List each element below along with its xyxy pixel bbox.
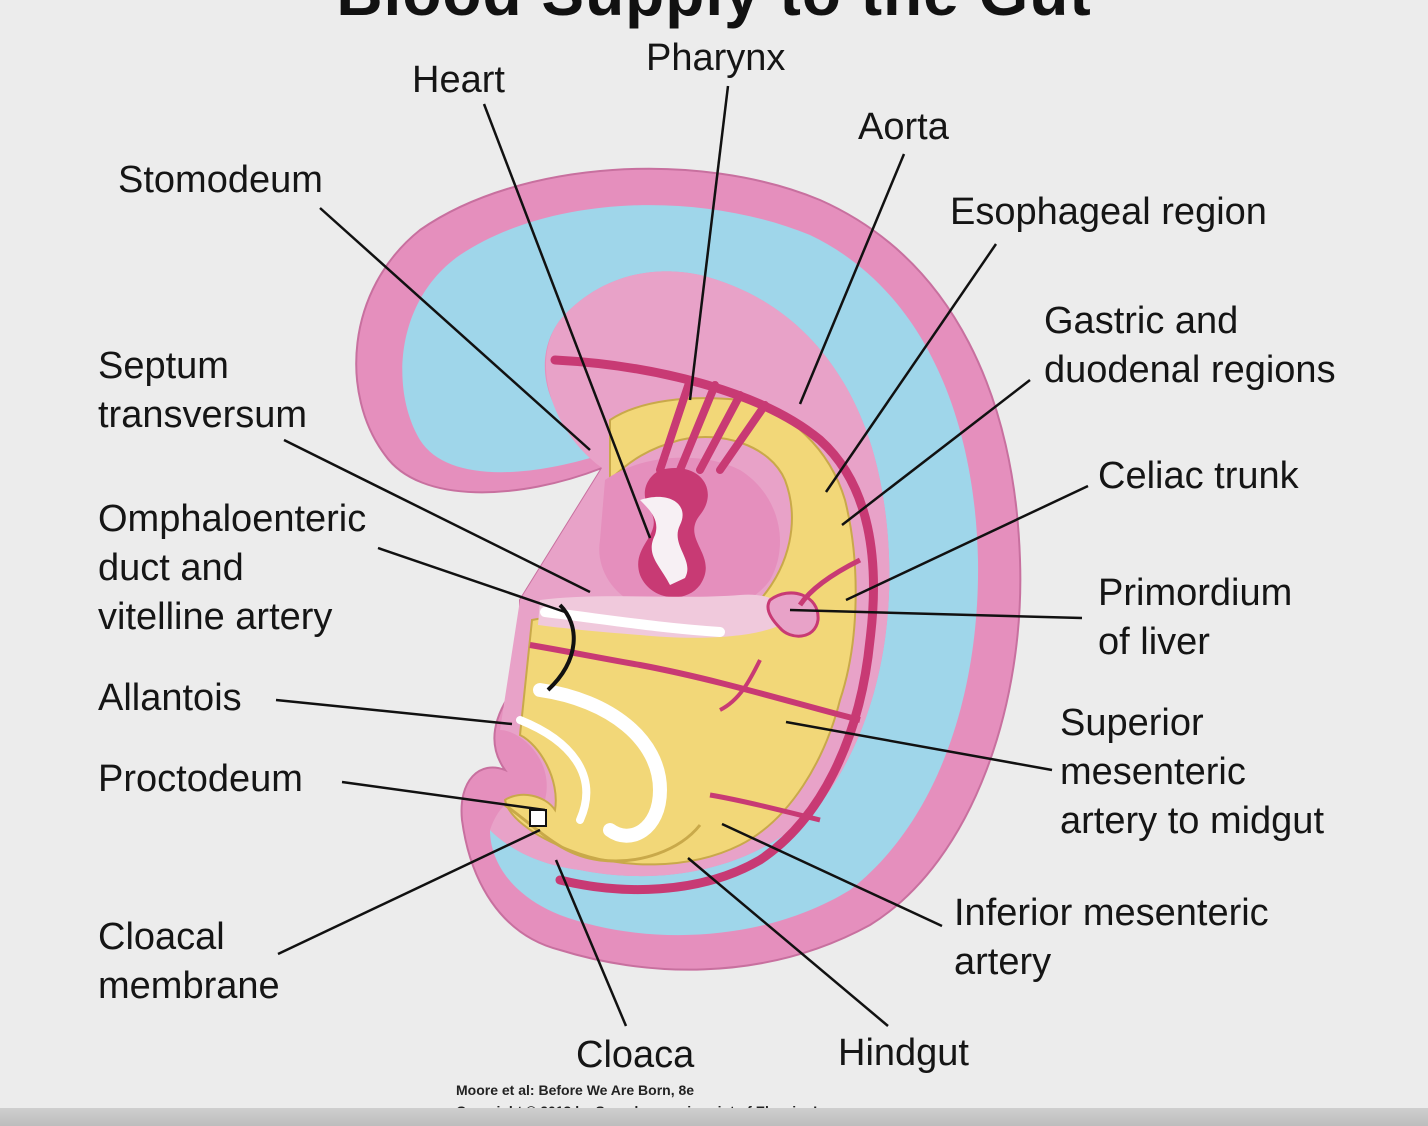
label-celiac-trunk: Celiac trunk xyxy=(1098,455,1299,497)
leader-inferior xyxy=(721,822,943,928)
cloacal-membrane-mark xyxy=(529,809,547,827)
label-allantois: Allantois xyxy=(98,677,242,719)
midgut-branch xyxy=(719,659,762,712)
celiac-trunk-vessel xyxy=(797,557,862,607)
superior-mesenteric-vessel xyxy=(529,642,861,723)
inferior-mesenteric-vessel xyxy=(709,792,821,823)
bottom-scroll-bar xyxy=(0,1108,1428,1126)
label-cloaca: Cloaca xyxy=(576,1034,695,1076)
leader-celiac xyxy=(845,484,1089,602)
label-hindgut: Hindgut xyxy=(838,1032,969,1074)
leader-cloaca xyxy=(554,859,628,1027)
leader-heart xyxy=(482,103,652,539)
label-heart: Heart xyxy=(412,59,505,101)
leader-hindgut xyxy=(687,857,889,1027)
leader-septum xyxy=(283,438,591,594)
septum-band xyxy=(538,594,790,638)
cloaca-region xyxy=(504,803,702,863)
allantois-lumen xyxy=(516,716,591,824)
label-stomodeum: Stomodeum xyxy=(118,159,323,201)
diagram-title: Blood Supply to the Gut xyxy=(0,0,1428,30)
leader-lines xyxy=(275,85,1089,1027)
leader-aorta xyxy=(798,153,906,405)
pharyngeal-arches xyxy=(656,376,769,474)
hindgut-lumen xyxy=(533,683,668,843)
label-pharynx: Pharynx xyxy=(646,37,786,79)
leader-pharynx xyxy=(688,85,730,401)
leader-esophageal xyxy=(824,243,998,493)
liver-primordium xyxy=(766,591,820,638)
leader-stomodeum xyxy=(319,207,591,451)
omphaloenteric-bracket xyxy=(546,603,576,692)
heart-lumen xyxy=(640,496,688,585)
leader-proctodeum xyxy=(341,780,546,812)
label-aorta: Aorta xyxy=(858,106,949,148)
leader-superior xyxy=(785,720,1053,772)
leader-gastric xyxy=(841,379,1031,526)
leader-cloacal xyxy=(277,828,541,956)
leader-omphalo xyxy=(377,546,566,614)
label-proctodeum: Proctodeum xyxy=(98,758,303,800)
label-esophageal-region: Esophageal region xyxy=(950,191,1267,233)
leader-allantois xyxy=(275,698,513,726)
leader-liver xyxy=(789,608,1083,620)
amniotic-cavity xyxy=(402,205,979,936)
